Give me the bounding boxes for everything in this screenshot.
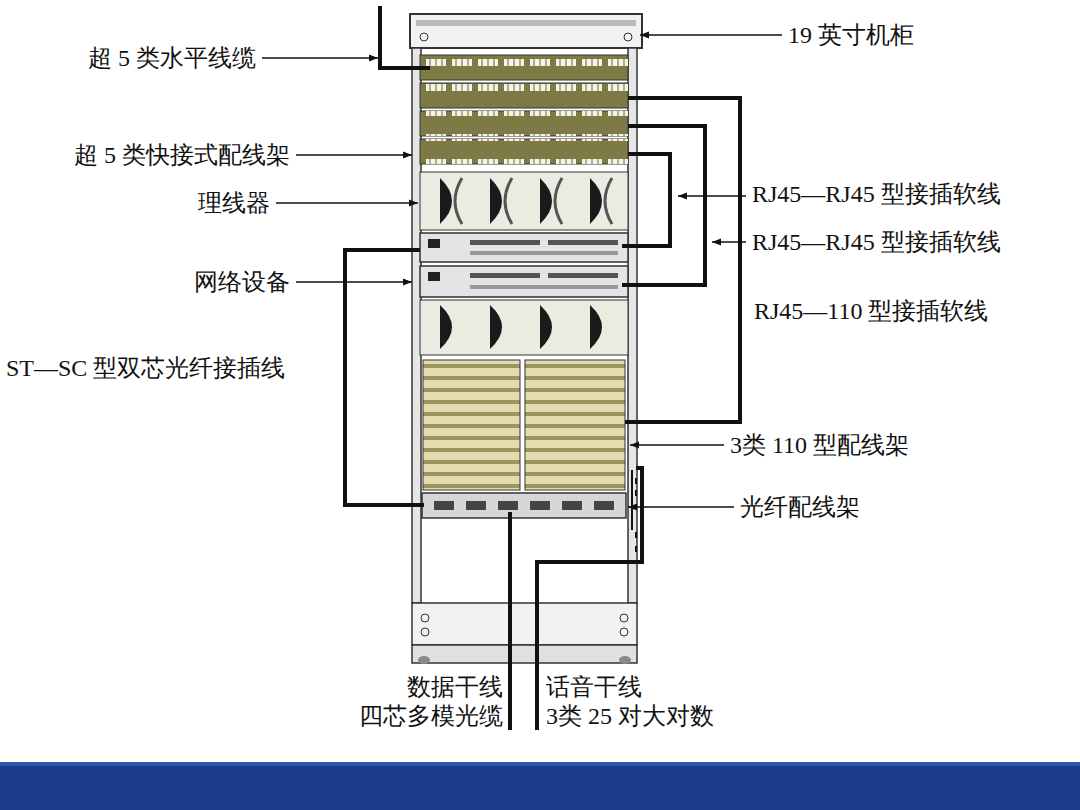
callout-label: 四芯多模光缆 — [357, 703, 505, 729]
rack-drawing-part — [420, 111, 628, 136]
rack-drawing-part — [422, 493, 626, 518]
rack-drawing-part — [416, 20, 636, 26]
rack-drawing-part — [548, 273, 618, 278]
rack-drawing-part — [466, 501, 486, 510]
rack-drawing-part — [470, 240, 540, 245]
rack-drawing-part — [632, 470, 636, 552]
rack-drawing-part — [410, 14, 642, 48]
rack-drawing-part — [530, 501, 550, 510]
rack-drawing-part — [434, 501, 454, 510]
rack-drawing-part — [428, 272, 440, 281]
rack-drawing-part — [525, 360, 625, 490]
rack-drawing-part — [412, 645, 637, 663]
rack-drawing-part — [620, 614, 628, 622]
callout-label: 3类 110 型配线架 — [728, 432, 911, 458]
rack-drawing-part — [421, 628, 429, 636]
rack-drawing-part — [420, 139, 628, 164]
callout-label: ST—SC 型双芯光纤接插线 — [4, 355, 287, 381]
rack-drawing-part — [470, 251, 618, 255]
callout-label: 话音干线 — [544, 674, 644, 700]
callout-label: 19 英寸机柜 — [786, 22, 916, 48]
rack-drawing-part — [412, 603, 637, 645]
rack-drawing-part — [412, 603, 637, 664]
rack-drawing-part — [420, 55, 628, 80]
rack-drawing-part — [678, 195, 746, 197]
rack-drawing-part — [420, 139, 628, 164]
callout-label: 超 5 类水平线缆 — [86, 45, 258, 71]
rack-drawing-part — [508, 512, 512, 730]
rack-drawing-part — [420, 300, 628, 355]
rack-drawing-part — [420, 233, 628, 297]
rack-drawing-part — [594, 501, 614, 510]
rack-drawing-part — [345, 6, 740, 730]
rack-drawing-part — [622, 154, 670, 246]
rack-drawing-part — [420, 172, 628, 230]
rack-drawing-part — [620, 628, 628, 636]
rack-drawing-part — [628, 48, 637, 603]
rack-drawing-part — [422, 493, 626, 518]
rack-drawing-part — [640, 34, 782, 36]
rack-drawing-part — [420, 111, 628, 136]
rack-drawing-part — [0, 762, 1080, 810]
callout-label: RJ45—RJ45 型接插软线 — [750, 229, 1003, 255]
rack-drawing-part — [455, 178, 612, 224]
rack-drawing-part — [548, 240, 618, 245]
callout-label: 3类 25 对大对数 — [544, 703, 716, 729]
rack-drawing-part — [470, 285, 618, 289]
callout-label: 网络设备 — [192, 269, 292, 295]
rack-drawing-part — [440, 305, 602, 349]
rack-drawing-part — [420, 266, 628, 297]
callout-label: 光纤配线架 — [738, 494, 862, 520]
rack-drawing-part — [440, 178, 602, 224]
callout-label: RJ45—RJ45 型接插软线 — [750, 181, 1003, 207]
rack-drawing-part — [622, 126, 705, 285]
rack-drawing-part — [624, 33, 632, 41]
rack-drawing-part — [420, 300, 628, 355]
callout-label: RJ45—110 型接插软线 — [752, 298, 990, 324]
rack-drawing-part — [420, 172, 628, 230]
rack-drawing-part — [630, 444, 724, 446]
rack-drawing-part — [420, 83, 628, 108]
rack-drawing-part — [628, 506, 734, 508]
rack-drawing-part — [423, 360, 520, 490]
rack-drawing-part — [296, 281, 412, 283]
rack-drawing-part — [420, 83, 628, 108]
rack-drawing-part — [470, 273, 540, 278]
rack-drawing-part — [276, 202, 418, 204]
rack-drawing-part — [262, 35, 782, 507]
rack-drawing-part — [0, 762, 1080, 766]
rack-drawing-part — [420, 55, 628, 164]
rack-drawing-part — [420, 233, 628, 262]
callout-label: 数据干线 — [405, 674, 505, 700]
rack-drawing-part — [421, 614, 429, 622]
rack-drawing-part — [498, 501, 518, 510]
rack-drawing-part — [712, 241, 746, 243]
rack-drawing-part — [345, 250, 424, 505]
rack-drawing-part — [428, 239, 440, 248]
rack-drawing-part — [625, 98, 740, 422]
rack-drawing-part — [420, 55, 628, 80]
rack-drawing-part — [262, 57, 378, 59]
rack-drawing-part — [420, 33, 428, 41]
rack-drawing-part — [619, 656, 631, 664]
rack-drawing-part — [296, 154, 412, 156]
callout-label: 超 5 类快接式配线架 — [72, 142, 292, 168]
callout-label: 理线器 — [196, 190, 272, 216]
rack-drawing-part — [423, 360, 625, 490]
rack-drawing-part — [380, 6, 430, 68]
rack-drawing-part — [418, 656, 430, 664]
rack-drawing-part — [562, 501, 582, 510]
